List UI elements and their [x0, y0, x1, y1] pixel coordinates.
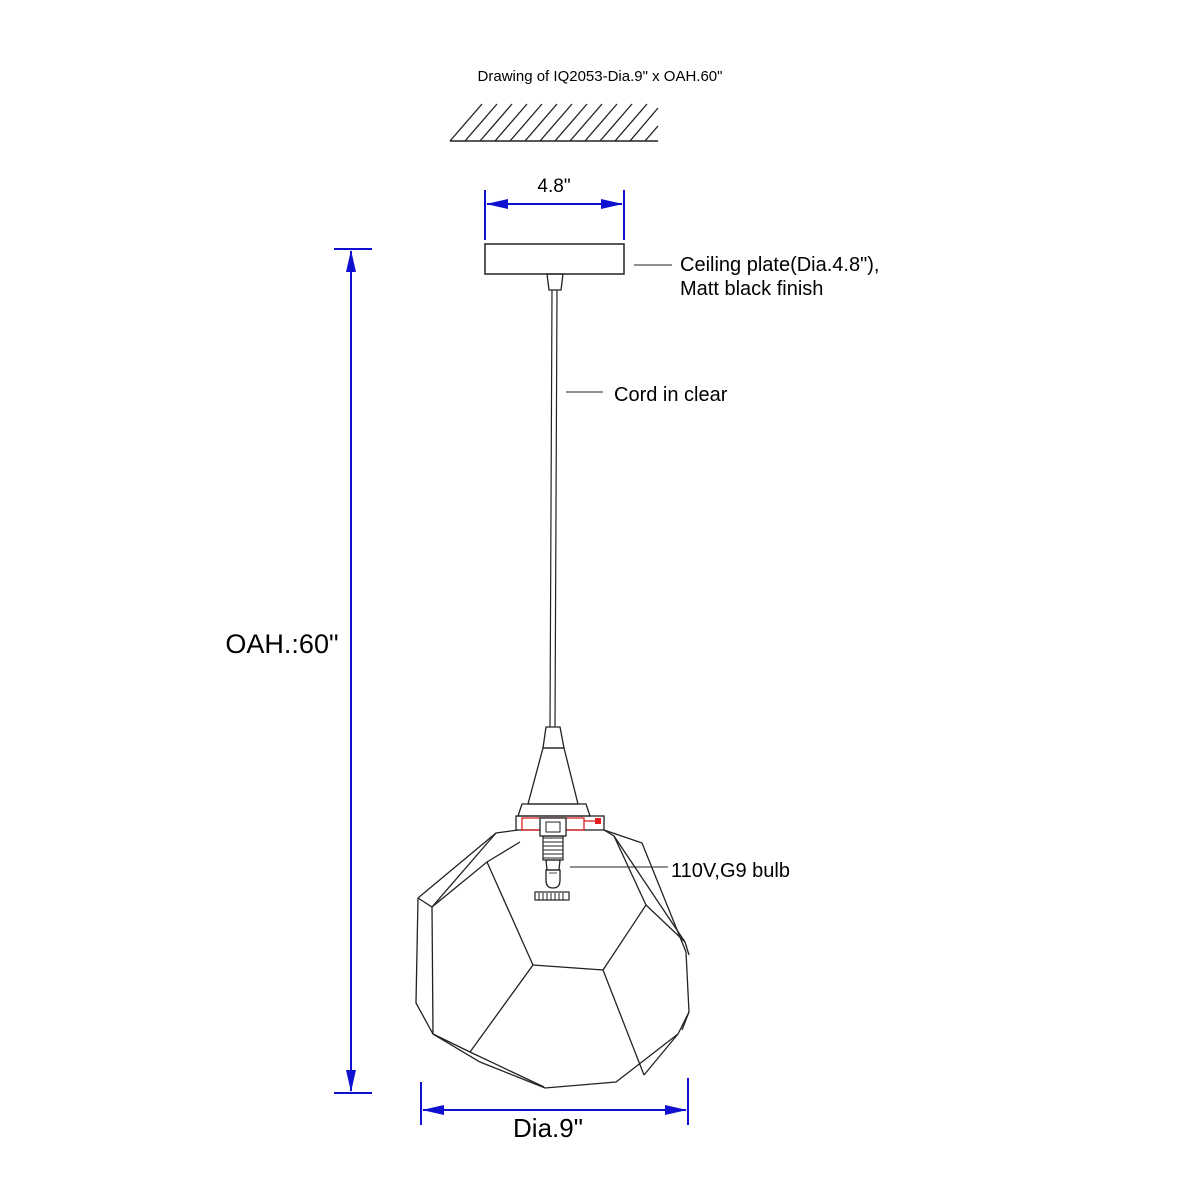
ceiling-plate: Ceiling plate(Dia.4.8"), Matt black fini…	[484, 243, 879, 300]
overall-height-dimension: OAH.:60"	[225, 248, 372, 1094]
g9-bulb: 110V,G9 bulb	[534, 817, 790, 901]
cord-callout: Cord in clear	[614, 384, 728, 406]
socket-cover	[515, 726, 605, 831]
plate-width-label: 4.8"	[537, 176, 570, 197]
cord: Cord in clear	[549, 289, 728, 728]
drawing-title: Drawing of IQ2053-Dia.9" x OAH.60"	[478, 68, 723, 85]
faceted-glass-shade	[415, 829, 690, 1089]
bulb-callout: 110V,G9 bulb	[671, 860, 790, 882]
ceiling-plate-callout-line1: Ceiling plate(Dia.4.8"),	[680, 254, 879, 276]
ceiling-plate-callout-line2: Matt black finish	[680, 278, 823, 300]
plate-width-dimension: 4.8"	[484, 176, 625, 240]
overall-height-label: OAH.:60"	[225, 629, 338, 659]
diameter-dimension: Dia.9"	[420, 1078, 689, 1143]
diameter-label: Dia.9"	[513, 1113, 583, 1143]
ceiling-hatch	[449, 103, 659, 142]
